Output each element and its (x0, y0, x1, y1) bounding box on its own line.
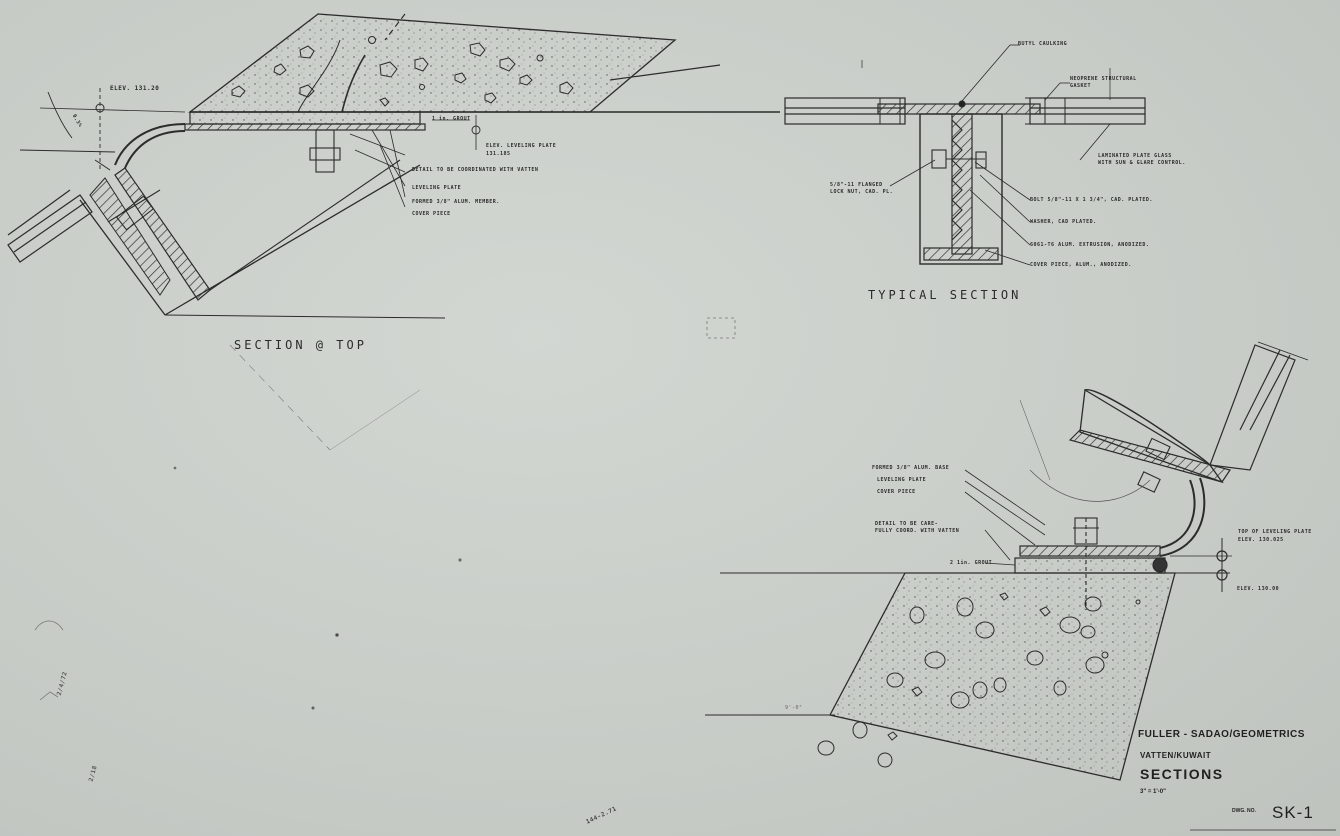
title-block-dwg-number: SK-1 (1272, 803, 1314, 822)
elev-leveling-value: 131.185 (486, 151, 511, 157)
neoprene-label-1: NEOPRENE STRUCTURAL (1070, 76, 1137, 82)
title-block-sheet-title: SECTIONS (1140, 766, 1224, 782)
elev-top-label: ELEV. 131.20 (110, 85, 160, 92)
glass-label-1: LAMINATED PLATE GLASS (1098, 153, 1172, 159)
detail-care-label-2: FULLY COORD. WITH VATTEN (875, 528, 960, 534)
neoprene-label-2: GASKET (1070, 83, 1092, 89)
formed-base-label: FORMED 3/8" ALUM. BASE (872, 465, 950, 471)
cover-label: COVER PIECE, ALUM., ANODIZED. (1030, 262, 1132, 268)
typical-section-drawing (784, 44, 1146, 266)
bolt-base (1073, 517, 1099, 610)
detail-note-label: DETAIL TO BE COORDINATED WITH VATTEN (412, 167, 539, 173)
top-plate-label-1: TOP OF LEVELING PLATE (1238, 529, 1312, 535)
base-grout-label: 2 1in. GROUT (950, 560, 993, 566)
bolt-top (309, 129, 341, 173)
top-plate-label-2: ELEV. 130.025 (1238, 537, 1284, 543)
grout-label: 1 in. GROUT (432, 116, 471, 122)
glass-label-2: WITH SUN & GLARE CONTROL. (1098, 160, 1186, 166)
glazing-panel-right (1029, 97, 1146, 125)
bolt-label: BOLT 5/8"-11 X 1 3/4", CAD. PLATED. (1030, 197, 1153, 203)
title-block-dwg-label: DWG. NO. (1232, 808, 1256, 814)
base-elev-label: ELEV. 130.00 (1237, 586, 1280, 592)
aggregate-stones-top (231, 36, 574, 107)
base-cover-label: COVER PIECE (877, 489, 916, 495)
base-section-drawing (705, 341, 1309, 781)
extrusion-web (951, 113, 973, 255)
extrusion-label: 6061-T6 ALUM. EXTRUSION, ANODIZED. (1030, 242, 1150, 248)
title-block-scale: 3" = 1'-0" (1140, 789, 1166, 795)
section-at-top-title: SECTION @ TOP (234, 338, 367, 352)
aggregate-stones-base (817, 592, 1141, 768)
concrete-slab-top (188, 13, 677, 113)
base-leveling-label: LEVELING PLATE (877, 477, 927, 483)
title-block-project: VATTEN/KUWAIT (1140, 751, 1212, 760)
leveling-plate-base (1019, 545, 1161, 557)
nut-label: 5/8"-11 FLANGED LOCK NUT, CAD. PL. (830, 182, 894, 195)
leveling-plate-label: LEVELING PLATE (412, 185, 462, 191)
section-at-top-drawing (7, 13, 780, 451)
smudges (34, 317, 736, 710)
cover-piece-label: COVER PIECE (412, 211, 451, 217)
caulking-label: BUTYL CAULKING (1018, 41, 1068, 47)
title-block-client: FULLER - SADAO/GEOMETRICS (1138, 729, 1305, 740)
bolt-typical (931, 149, 987, 169)
elev-leveling-label: ELEV. LEVELING PLATE (486, 143, 557, 149)
concrete-slab-base (829, 572, 1176, 781)
detail-care-label-1: DETAIL TO BE CARE- (875, 521, 939, 527)
formed-member-label: FORMED 3/8" ALUM. MEMBER. (412, 199, 500, 205)
typical-section-title: TYPICAL SECTION (868, 288, 1022, 302)
washer-label: WASHER, CAD PLATED. (1030, 219, 1097, 225)
base-margin-note: 9'-0" (785, 705, 803, 711)
